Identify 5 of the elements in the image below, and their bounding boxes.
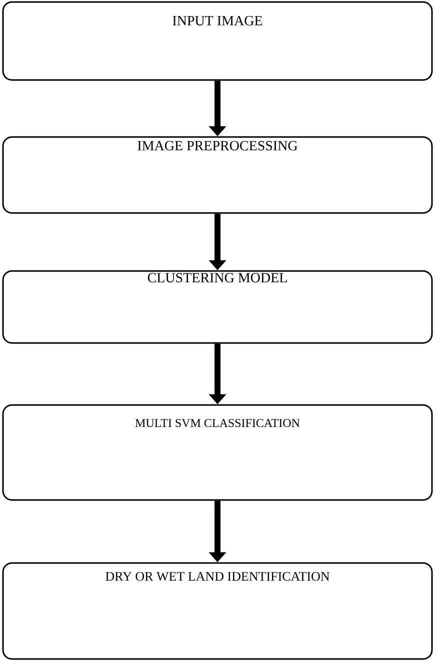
process-box: IMAGE PREPROCESSING [2,136,433,214]
process-box: CLUSTERING MODEL [2,270,433,344]
process-box: MULTI SVM CLASSIFICATION [2,404,433,501]
process-box: DRY OR WET LAND IDENTIFICATION [2,562,433,660]
process-box: INPUT IMAGE [2,1,433,81]
